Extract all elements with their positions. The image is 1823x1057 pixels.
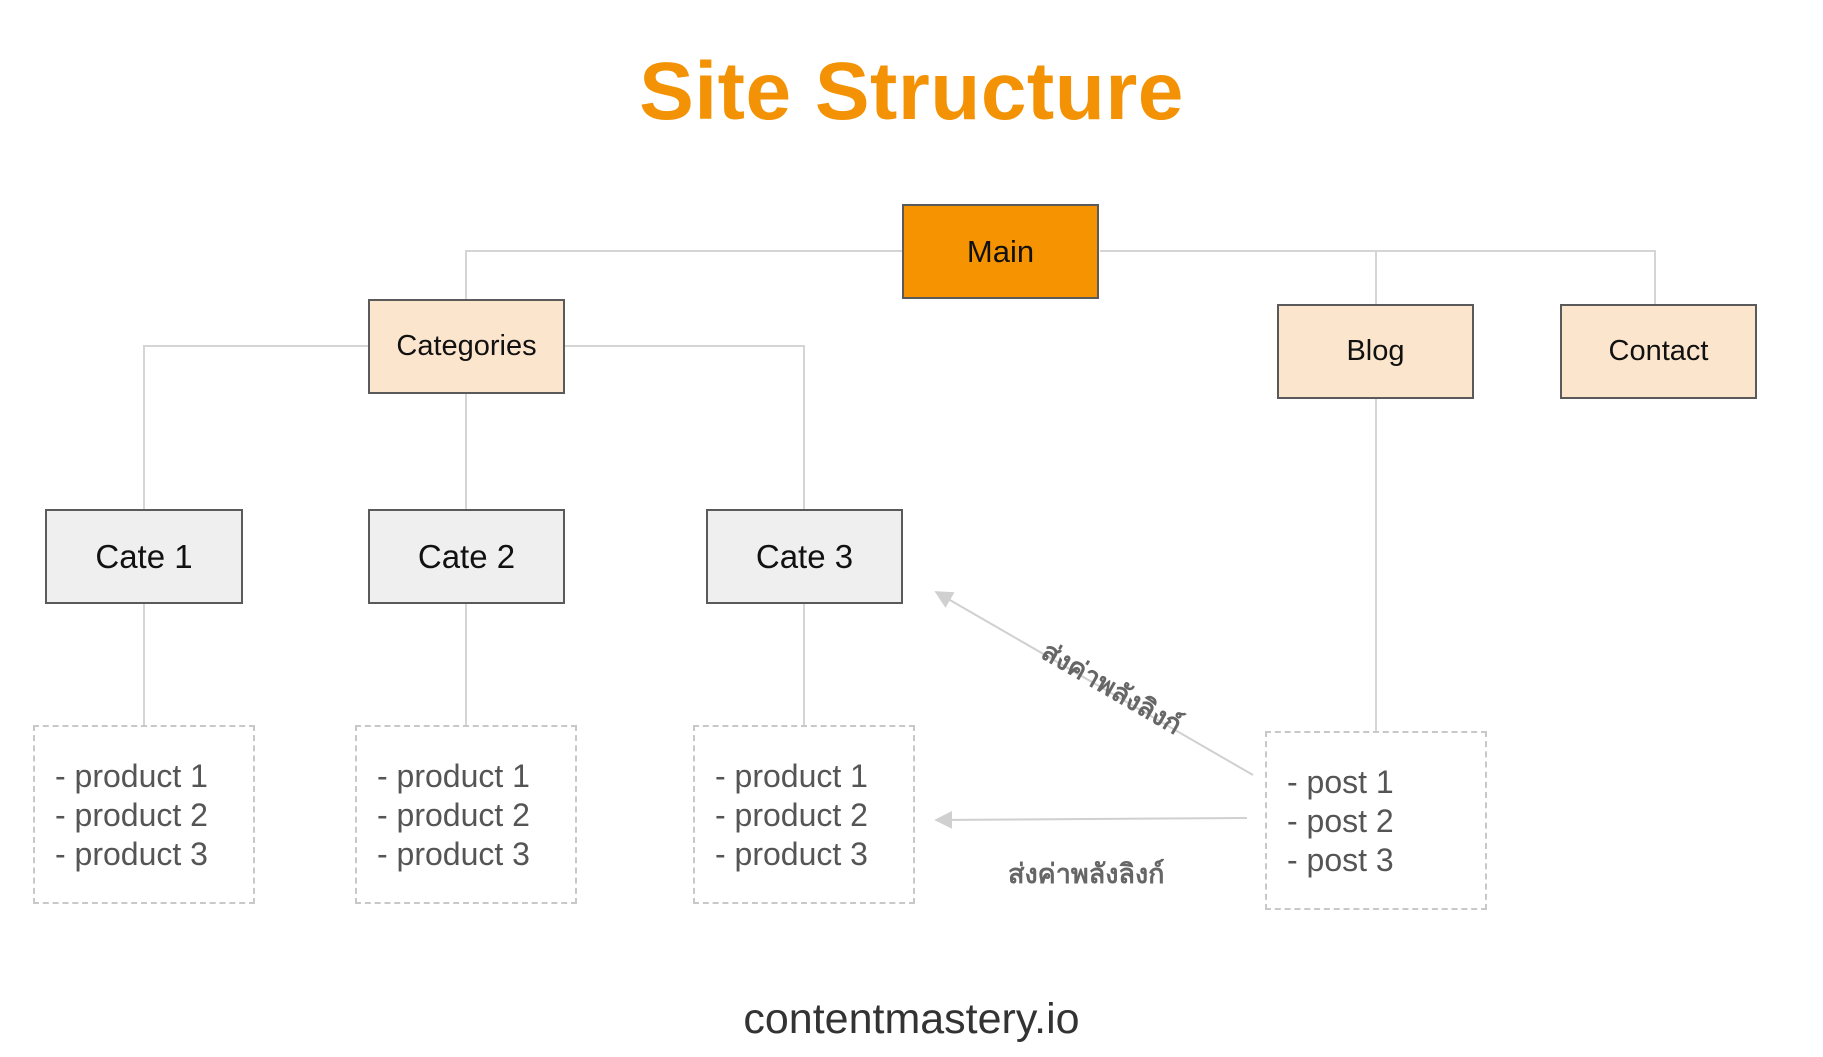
node-main: Main [902, 204, 1099, 299]
list-item: - product 3 [377, 836, 530, 872]
product-list-cate-2: - product 1 - product 2 - product 3 [355, 725, 577, 904]
node-contact: Contact [1560, 304, 1757, 399]
list-item: - product 2 [377, 797, 530, 833]
product-list-cate-1: - product 1 - product 2 - product 3 [33, 725, 255, 904]
node-cate-1: Cate 1 [45, 509, 243, 604]
node-blog: Blog [1277, 304, 1474, 399]
list-item: - product 2 [715, 797, 868, 833]
footer-site-name: contentmastery.io [743, 995, 1080, 1043]
post-list-blog: - post 1 - post 2 - post 3 [1265, 731, 1487, 910]
node-cate-3: Cate 3 [706, 509, 903, 604]
list-item: - product 3 [55, 836, 208, 872]
list-item: - product 1 [715, 758, 868, 794]
list-item: - product 2 [55, 797, 208, 833]
link-arrow-to-products [934, 810, 1248, 829]
list-item: - product 1 [377, 758, 530, 794]
connector-categories-cate3 [565, 345, 805, 509]
list-item: - post 2 [1287, 803, 1394, 839]
annotation-link-to-products: ส่งค่าพลังลิงก์ [1008, 859, 1165, 889]
list-item: - product 1 [55, 758, 208, 794]
link-arrow-to-cate3 [934, 591, 1254, 776]
connector-main-contact [1100, 250, 1656, 304]
list-item: - post 1 [1287, 764, 1394, 800]
list-item: - product 3 [715, 836, 868, 872]
page-title: Site Structure [639, 46, 1184, 137]
product-list-cate-3: - product 1 - product 2 - product 3 [693, 725, 915, 904]
node-categories: Categories [368, 299, 565, 394]
list-item: - post 3 [1287, 842, 1394, 878]
connector-categories-cate1 [143, 345, 368, 509]
node-cate-2: Cate 2 [368, 509, 565, 604]
connector-main-categories [465, 250, 904, 299]
